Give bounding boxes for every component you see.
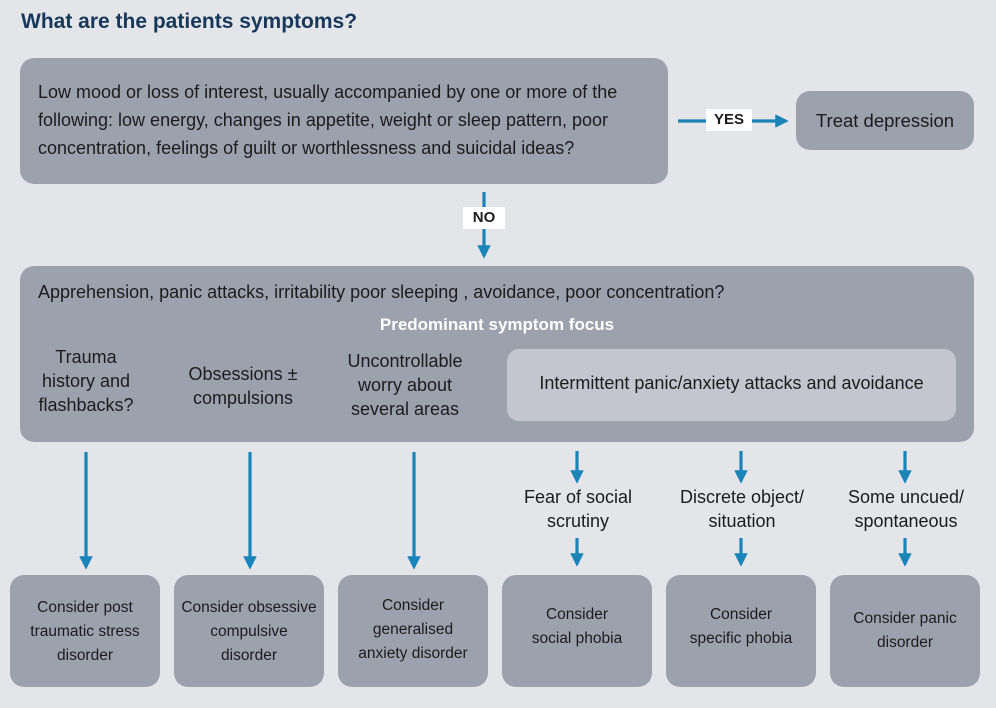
social-line: scrutiny xyxy=(546,511,609,531)
outcome-line: Consider obsessive xyxy=(181,599,317,616)
object-line: situation xyxy=(708,511,776,531)
symptom-focus-heading: Predominant symptom focus xyxy=(379,315,615,334)
page-title: What are the patients symptoms? xyxy=(21,10,358,33)
outcome-line: Consider post xyxy=(37,599,133,616)
treat-depression-text: Treat depression xyxy=(815,110,955,131)
outcome-ocd-text: Consider obsessive compulsive disorder xyxy=(178,596,320,668)
treat-depression-box: Treat depression xyxy=(796,91,974,150)
depression-question-line: Low mood or loss of interest, usually ac… xyxy=(38,82,618,102)
yes-label: YES xyxy=(706,109,752,131)
outcome-line: Consider xyxy=(381,597,445,614)
outcome-panic-box: Consider panic disorder xyxy=(830,575,980,687)
trauma-line: Trauma xyxy=(55,347,117,367)
trauma-line: history and xyxy=(41,371,131,391)
uncued-line: Some uncued/ xyxy=(847,487,965,507)
outcome-line: generalised xyxy=(372,621,454,638)
outcome-ocd-box: Consider obsessive compulsive disorder xyxy=(174,575,324,687)
social-scrutiny-text: Fear of social scrutiny xyxy=(506,485,650,533)
uncued-text: Some uncued/ spontaneous xyxy=(834,485,978,533)
outcome-ptsd-box: Consider post traumatic stress disorder xyxy=(10,575,160,687)
outcome-line: compulsive xyxy=(210,623,288,640)
depression-question-box: Low mood or loss of interest, usually ac… xyxy=(20,58,668,184)
depression-question-line: concentration, feelings of guilt or wort… xyxy=(38,138,575,158)
outcome-line: specific phobia xyxy=(689,630,793,647)
uncued-line: spontaneous xyxy=(854,511,958,531)
intermittent-panic-box: Intermittent panic/anxiety attacks and a… xyxy=(507,349,956,421)
social-line: Fear of social xyxy=(523,487,633,507)
outcome-line: disorder xyxy=(877,634,933,651)
worry-line: Uncontrollable xyxy=(347,351,463,371)
outcome-line: disorder xyxy=(57,647,113,664)
outcome-specific-phobia-text: Consider specific phobia xyxy=(670,603,812,651)
worry-line: several areas xyxy=(350,399,460,419)
discrete-object-text: Discrete object/ situation xyxy=(666,485,818,533)
outcome-social-phobia-box: Consider social phobia xyxy=(502,575,652,687)
outcome-social-phobia-text: Consider social phobia xyxy=(506,603,648,651)
outcome-line: Consider panic xyxy=(853,610,957,627)
intermittent-panic-text: Intermittent panic/anxiety attacks and a… xyxy=(539,373,924,393)
anxiety-question-text: Apprehension, panic attacks, irritabilit… xyxy=(38,282,725,302)
worry-line: worry about xyxy=(357,375,453,395)
outcome-line: social phobia xyxy=(531,630,623,647)
outcome-line: disorder xyxy=(221,647,277,664)
obsessions-line: Obsessions ± xyxy=(188,364,298,384)
obsessions-line: compulsions xyxy=(192,388,294,408)
outcome-panic-text: Consider panic disorder xyxy=(834,607,976,655)
outcome-specific-phobia-box: Consider specific phobia xyxy=(666,575,816,687)
worry-symptom-text: Uncontrollable worry about several areas xyxy=(330,349,480,421)
outcome-gad-box: Consider generalised anxiety disorder xyxy=(338,575,488,687)
depression-question-line: following: low energy, changes in appeti… xyxy=(38,110,609,130)
outcome-gad-text: Consider generalised anxiety disorder xyxy=(342,594,484,666)
no-label: NO xyxy=(463,207,505,229)
outcome-ptsd-text: Consider post traumatic stress disorder xyxy=(14,596,156,668)
outcome-line: traumatic stress xyxy=(30,623,140,640)
obsessions-symptom-text: Obsessions ± compulsions xyxy=(172,362,314,410)
object-line: Discrete object/ xyxy=(679,487,805,507)
outcome-line: Consider xyxy=(545,606,609,623)
outcome-line: anxiety disorder xyxy=(358,645,468,662)
depression-question-text: Low mood or loss of interest, usually ac… xyxy=(38,78,658,162)
outcome-line: Consider xyxy=(709,606,773,623)
trauma-line: flashbacks? xyxy=(38,395,134,415)
trauma-symptom-text: Trauma history and flashbacks? xyxy=(28,345,144,417)
